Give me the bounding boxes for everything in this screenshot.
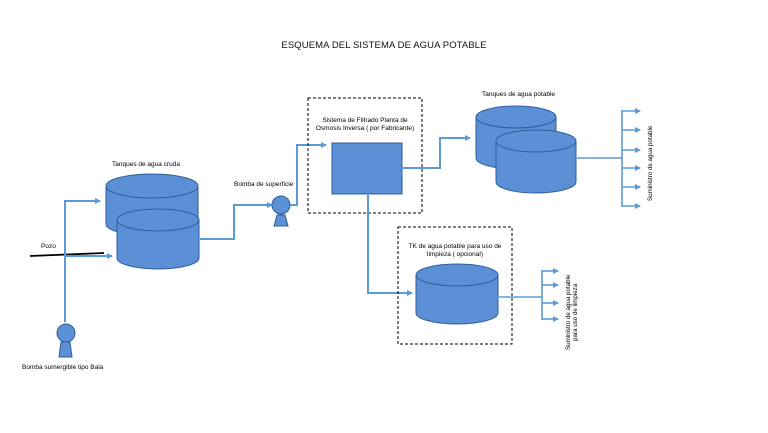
cleaning-water-tank [415,263,499,325]
surface-pump-label: Bomba de superficie [234,181,294,188]
filter-label-line-2: Osmosis Inversa ( por Fabricante) [315,125,415,132]
submersible-pump-label: Bomba sumergible tipo Bala [22,364,104,371]
cleaning-tank-boundary [397,226,513,345]
potable-supply-label: Suministro de agua potable [647,125,654,201]
pipe-filter-to-potable-tanks [403,135,471,169]
pipe-surface-pump-to-filter [290,142,327,206]
ground-line [29,252,105,257]
potable-tanks-label: Tanques de agua potable [482,91,556,98]
potable-supply-manifold [577,108,641,209]
cleaning-supply-label: Suministro de agua potable para uso de l… [565,275,579,350]
surface-pump-icon [271,195,291,227]
diagram-title: ESQUEMA DEL SISTEMA DE AGUA POTABLE [281,40,487,51]
pipe-well-to-raw-tanks [64,198,113,322]
cleaning-supply-label-line-2: para uso de limpieza [572,283,579,341]
cleaning-tank-label-line-1: TK de agua potable para uso de [408,243,502,250]
cleaning-tank-label-line-2: limpieza ( opcional) [427,251,483,258]
reverse-osmosis-filter-unit [331,142,403,195]
raw-water-tank-front [116,208,200,270]
cleaning-tank-label: TK de agua potable para uso de limpieza … [398,243,512,259]
pipe-raw-tanks-to-surface-pump [200,202,273,240]
cleaning-supply-manifold [499,268,559,322]
submersible-pump-icon [56,323,76,358]
filter-system-boundary [307,97,423,214]
pipe-filter-to-cleaning-tank [367,195,413,296]
well-label: Pozo [41,243,56,250]
potable-water-tank-front [495,129,577,194]
raw-tanks-label: Tanques de agua cruda [112,161,180,168]
filter-label-line-1: Sistema de Filtrado Planta de [322,117,408,124]
cleaning-supply-label-line-1: Suministro de agua potable [565,274,572,350]
filter-system-label: Sistema de Filtrado Planta de Osmosis In… [308,117,422,133]
